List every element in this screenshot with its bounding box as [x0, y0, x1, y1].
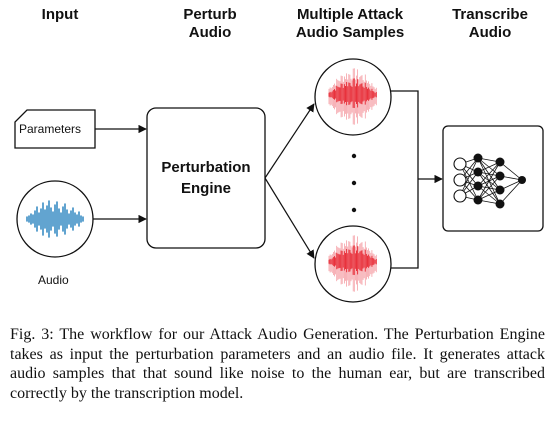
- engine-label-line1: Perturbation: [161, 159, 251, 176]
- arrow-engine-to-sample-top: [264, 103, 315, 179]
- engine-label-line2: Engine: [180, 180, 231, 197]
- parameters-label: Parameters: [19, 122, 82, 136]
- ellipsis-dot: [351, 207, 357, 213]
- header-multiple-line1: Multiple Attack: [296, 6, 404, 23]
- transcriber-box: [442, 125, 544, 232]
- header-transcribe-line2: Audio: [468, 24, 512, 41]
- attack-audio-icon: [314, 225, 392, 303]
- engine-label: Perturbation Engine: [147, 157, 265, 199]
- header-perturb-line1: Perturb: [183, 6, 237, 23]
- ellipsis-dot: [351, 153, 357, 159]
- document-icon: [14, 109, 96, 149]
- header-transcribe-line1: Transcribe: [452, 6, 528, 23]
- header-perturb-audio: Perturb Audio: [165, 6, 255, 42]
- figure-caption: Fig. 3: The workflow for our Attack Audi…: [10, 326, 545, 402]
- audio-waveform-icon: [16, 180, 94, 258]
- neural-network-icon: [453, 153, 526, 209]
- workflow-diagram: [14, 58, 544, 303]
- audio-label: Audio: [38, 273, 69, 287]
- header-perturb-line2: Audio: [188, 24, 232, 41]
- header-input: Input: [25, 6, 95, 24]
- ellipsis-dot: [351, 180, 357, 186]
- connector-bracket: [391, 90, 419, 269]
- arrow-engine-to-sample-bottom: [264, 177, 315, 259]
- header-multiple-attack: Multiple Attack Audio Samples: [280, 6, 420, 42]
- attack-audio-icon: [314, 58, 392, 136]
- header-input-line1: Input: [41, 6, 79, 23]
- header-multiple-line2: Audio Samples: [295, 24, 405, 41]
- header-transcribe-audio: Transcribe Audio: [440, 6, 540, 42]
